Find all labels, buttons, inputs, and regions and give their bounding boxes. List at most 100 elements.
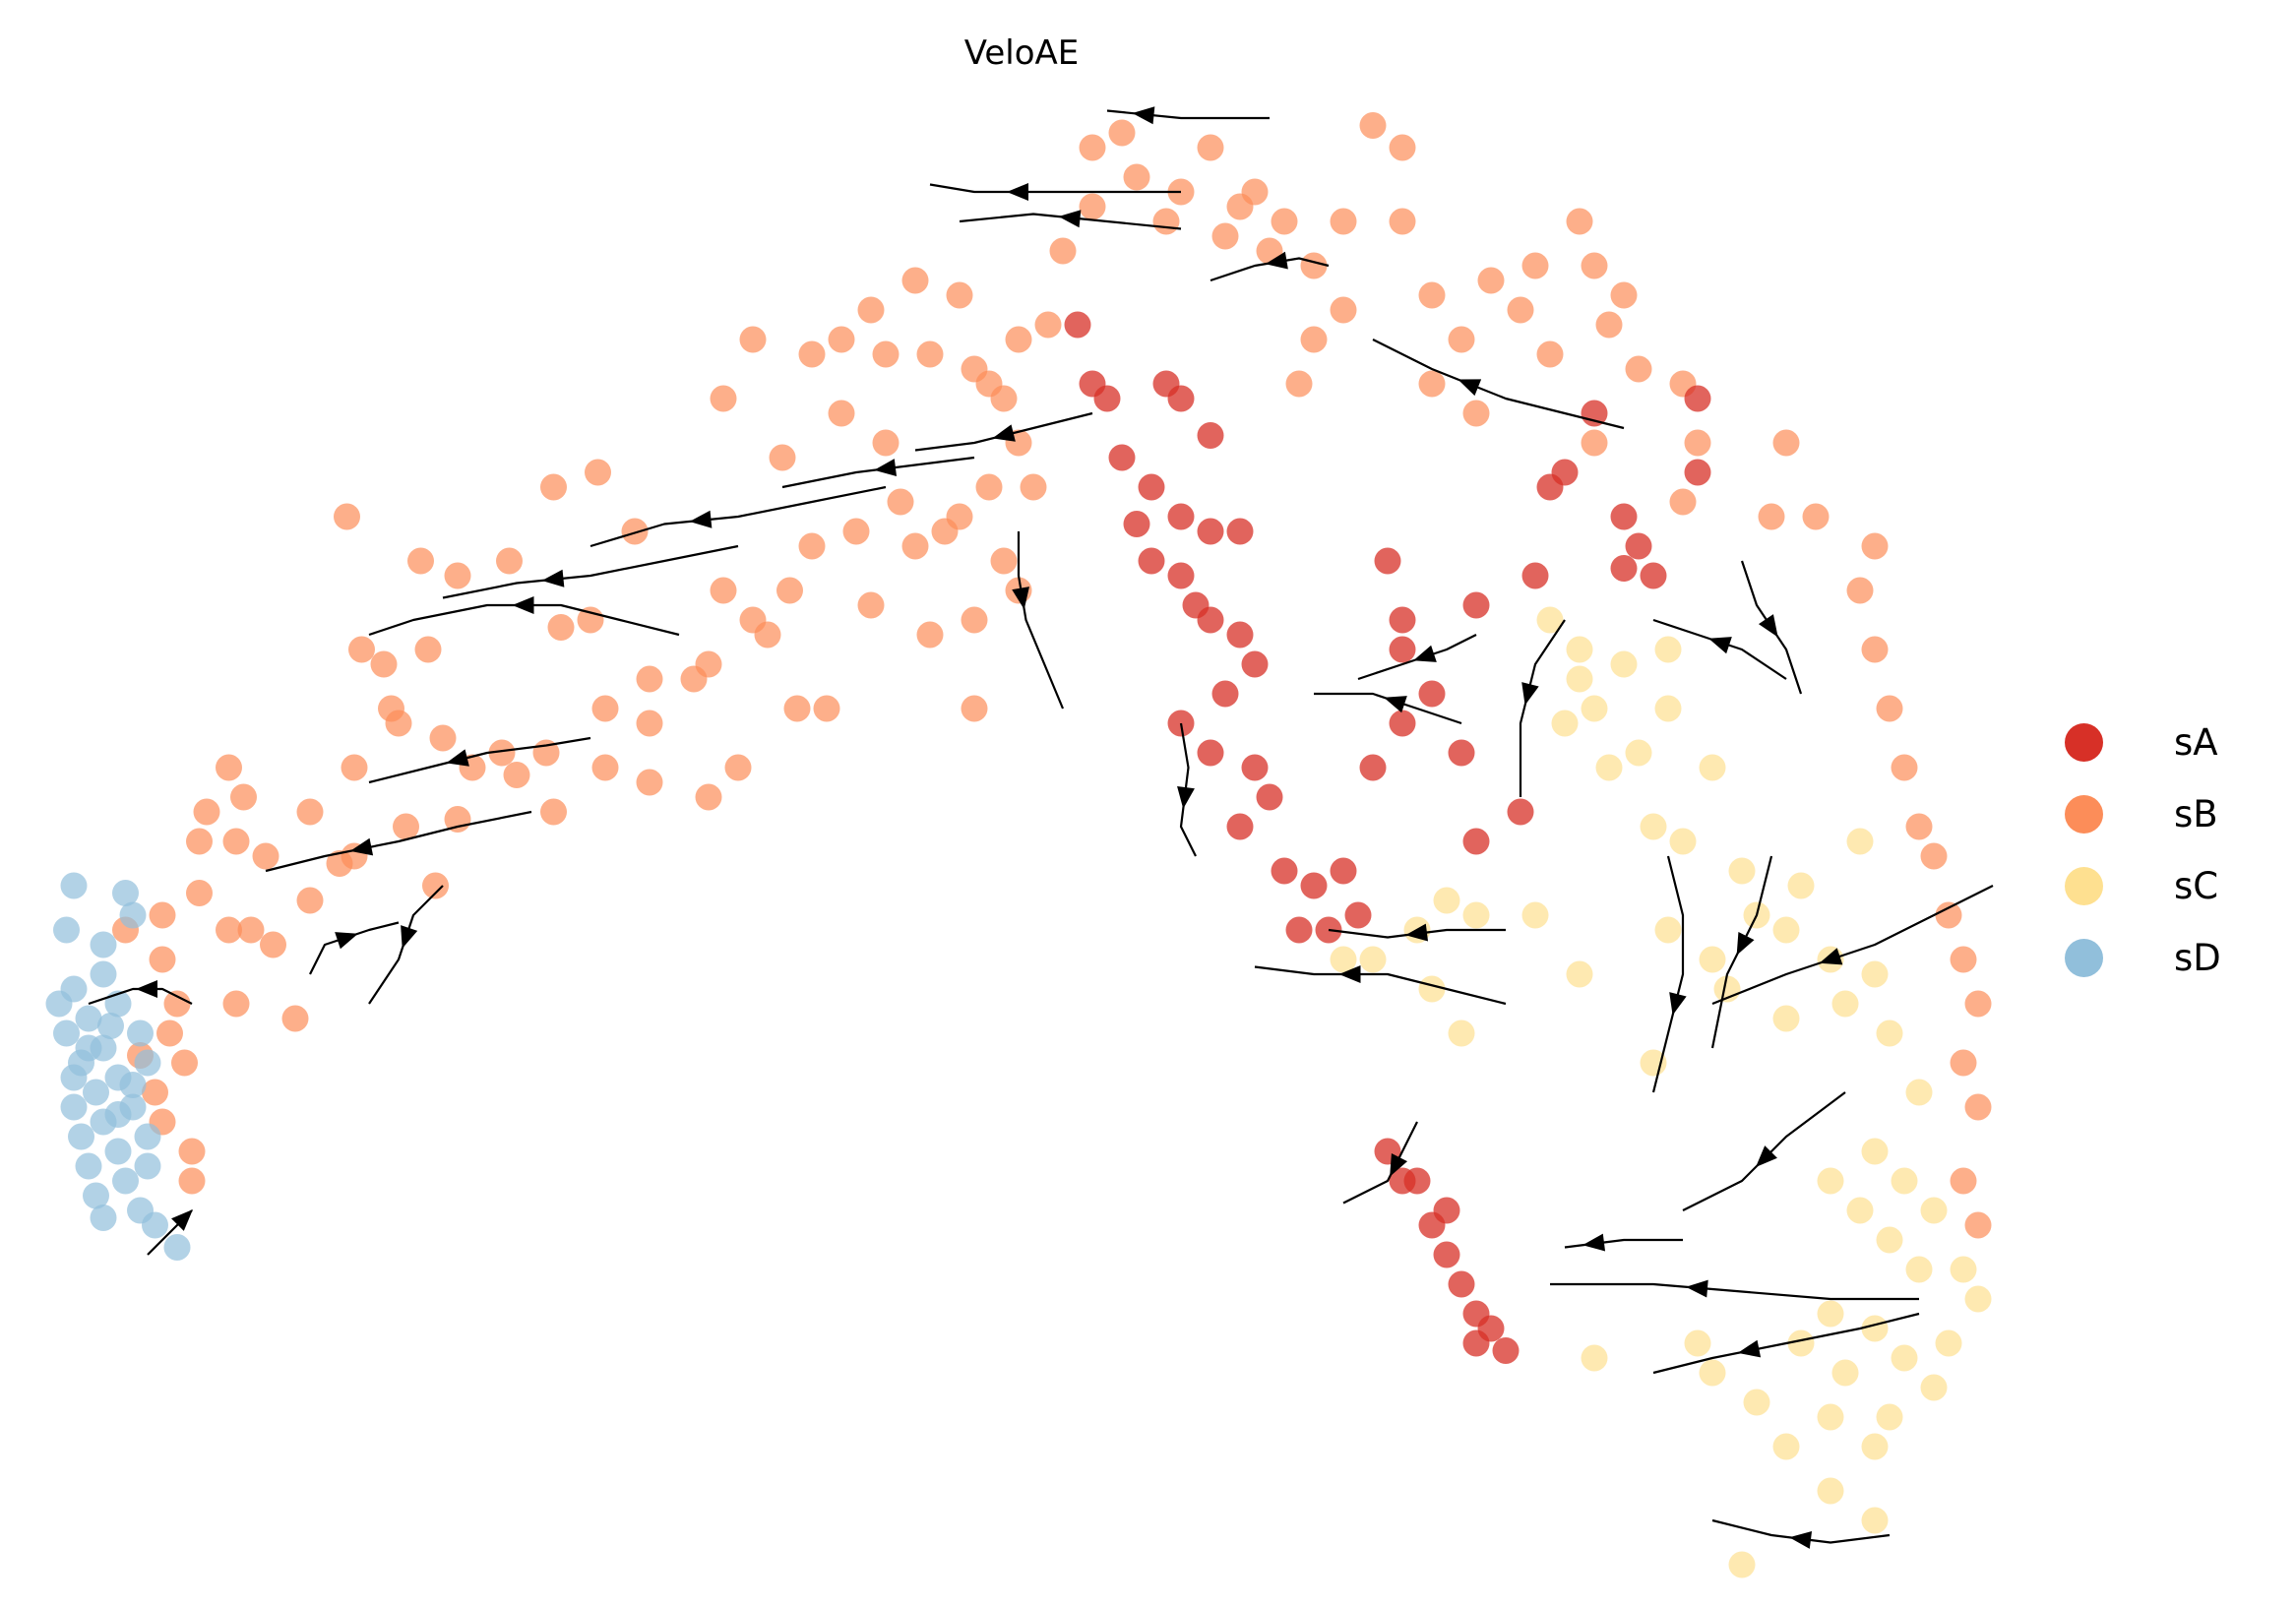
point-sC [1920, 1197, 1948, 1224]
point-sC [1787, 872, 1815, 899]
point-sC [1462, 901, 1490, 929]
streamline-arrow [1058, 210, 1082, 228]
point-sB [1079, 134, 1106, 161]
streamline-arrow [1405, 923, 1429, 942]
point-sB [591, 695, 619, 722]
streamline-arrow [349, 837, 374, 856]
streamline [1519, 619, 1566, 797]
point-sB [1581, 252, 1608, 279]
point-sB [1241, 178, 1269, 206]
point-sB [341, 754, 368, 781]
point-sB [1285, 370, 1313, 398]
point-sB [230, 783, 257, 811]
point-sC [1359, 946, 1387, 973]
point-sA [1226, 518, 1254, 545]
point-sB [142, 1079, 168, 1106]
point-sD [163, 1234, 191, 1261]
point-sD [112, 1167, 139, 1195]
point-sA [1064, 311, 1091, 339]
point-sB [429, 724, 457, 752]
streamline [309, 921, 400, 975]
point-sB [1950, 1049, 1977, 1077]
point-sD [90, 931, 117, 958]
legend-marker [2065, 939, 2103, 977]
point-sB [1861, 532, 1889, 560]
streamline-arrow [171, 1209, 193, 1231]
point-sB [326, 850, 353, 877]
point-sC [1861, 960, 1889, 988]
point-sD [127, 1020, 154, 1047]
point-sC [1861, 1507, 1889, 1534]
point-sB [1448, 326, 1475, 353]
streamline [1254, 965, 1507, 1006]
streamline-arrow [335, 932, 358, 950]
point-sA [1138, 473, 1165, 501]
point-sA [1433, 1241, 1460, 1268]
streamline [1711, 885, 1994, 1006]
point-sD [119, 1072, 147, 1098]
point-sB [178, 1138, 206, 1165]
point-sB [1462, 400, 1490, 427]
point-sB [385, 710, 412, 737]
point-sA [1256, 783, 1283, 811]
point-sB [1935, 901, 1962, 929]
point-sC [1595, 754, 1623, 781]
point-sB [1330, 208, 1357, 235]
point-sB [739, 326, 767, 353]
streamlines-layer [88, 106, 1994, 1549]
point-sC [1861, 1433, 1889, 1460]
point-sB [1905, 813, 1933, 840]
legend-item-sC: sC [2065, 850, 2221, 922]
legend-item-sA: sA [2065, 707, 2221, 778]
point-sC [1654, 916, 1682, 944]
streamline-arrow [1132, 106, 1155, 125]
point-sB [1950, 946, 1977, 973]
point-sA [1197, 606, 1224, 634]
point-sB [1521, 252, 1549, 279]
point-sB [1049, 237, 1077, 265]
legend-item-sD: sD [2065, 922, 2221, 994]
point-sC [1699, 946, 1726, 973]
point-sB [1758, 503, 1785, 530]
streamline-arrow [1758, 614, 1778, 638]
point-sD [119, 901, 147, 929]
point-sD [104, 1101, 132, 1128]
point-sA [1138, 547, 1165, 575]
streamline-arrow [1736, 932, 1755, 956]
point-sB [222, 990, 250, 1018]
point-sB [237, 916, 265, 944]
point-sB [407, 547, 434, 575]
streamline [368, 885, 444, 1005]
legend-label: sC [2174, 865, 2219, 907]
streamline-arrow [1413, 645, 1437, 662]
point-sB [1964, 1093, 1992, 1121]
point-sB [946, 503, 973, 530]
legend-label: sB [2174, 793, 2218, 835]
point-sB [1846, 577, 1874, 604]
point-sA [1389, 606, 1416, 634]
point-sC [1566, 960, 1593, 988]
point-sB [591, 754, 619, 781]
point-sB [769, 444, 796, 471]
point-sB [186, 828, 213, 855]
point-sB [1108, 119, 1136, 147]
point-sC [1861, 1138, 1889, 1165]
point-sA [1241, 754, 1269, 781]
point-sA [1448, 1270, 1475, 1298]
legend-label: sA [2174, 721, 2218, 764]
streamline-arrow [1521, 682, 1539, 706]
point-sC [1817, 1477, 1844, 1505]
point-sC [1566, 665, 1593, 693]
point-sC [1876, 1226, 1903, 1254]
streamline-arrow [1582, 1233, 1606, 1252]
point-sD [60, 1093, 88, 1121]
point-sC [1684, 1329, 1711, 1357]
point-sB [1772, 429, 1800, 457]
point-sC [1772, 916, 1800, 944]
streamline-arrow [1686, 1279, 1708, 1298]
point-sB [887, 488, 914, 516]
point-sD [134, 1152, 161, 1180]
point-sB [1020, 473, 1047, 501]
point-sA [1197, 518, 1224, 545]
point-sB [488, 739, 516, 767]
